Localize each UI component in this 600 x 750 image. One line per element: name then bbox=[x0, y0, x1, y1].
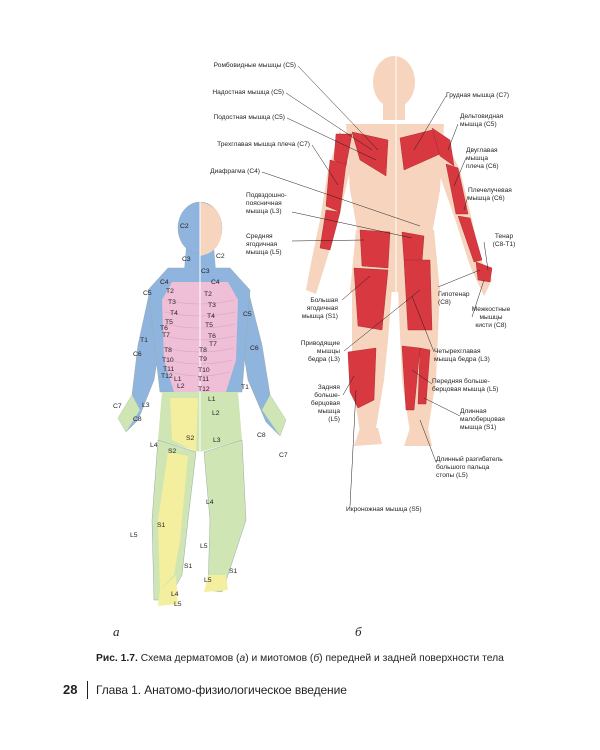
dermatome-c2: C2 bbox=[216, 253, 225, 260]
label-deltoid: Дельтовидная мышца (C5) bbox=[460, 113, 504, 128]
caption-text-1: Схема дерматомов ( bbox=[137, 653, 240, 664]
dermatome-s1: S1 bbox=[184, 563, 193, 570]
label-pectoral: Грудная мышца (C7) bbox=[446, 92, 510, 99]
label-diaphragm: Диафрагма (C4) bbox=[210, 168, 260, 175]
label-thenar: Тенар (C8-T1) bbox=[492, 233, 516, 248]
dermatome-t4: T4 bbox=[170, 310, 178, 317]
label-tibialis-posterior: Задняя больше- берцовая мышца (L5) bbox=[310, 384, 340, 423]
caption-text-2: ) и миотомов ( bbox=[245, 653, 314, 664]
dermatome-t10: T10 bbox=[198, 367, 210, 374]
dermatome-c2: C2 bbox=[180, 223, 189, 230]
label-interossei: Межкостные мышцы кисти (C8) bbox=[471, 306, 511, 329]
dermatome-t5: T5 bbox=[165, 319, 173, 326]
dermatome-l1: L1 bbox=[174, 376, 182, 383]
dermatome-t4: T4 bbox=[207, 313, 215, 320]
panel-label-b: б bbox=[355, 624, 362, 639]
dermatome-s1: S1 bbox=[229, 568, 238, 575]
dermatome-l2: L2 bbox=[177, 383, 185, 390]
dermatome-t5: T5 bbox=[205, 322, 213, 329]
dermatome-c3: C3 bbox=[201, 268, 210, 275]
dermatome-t12: T12 bbox=[161, 373, 173, 380]
panel-label-a: а bbox=[113, 624, 120, 639]
label-extensor-hallucis: Длинный разгибатель большого пальца стоп… bbox=[436, 456, 503, 479]
dermatome-l5: L5 bbox=[200, 543, 208, 550]
dermatome-c4: C4 bbox=[211, 279, 220, 286]
caption-label: Рис. 1.7. bbox=[96, 653, 138, 664]
dermatome-l5: L5 bbox=[174, 601, 182, 608]
dermatome-c6: C6 bbox=[133, 351, 142, 358]
dermatome-t9: T9 bbox=[199, 356, 207, 363]
dermatome-t1: T1 bbox=[241, 384, 249, 391]
dermatome-l4: L4 bbox=[150, 442, 158, 449]
caption-text-3: ) передней и задней поверхности тела bbox=[319, 653, 504, 664]
dermatome-s2: S2 bbox=[168, 448, 177, 455]
dermatome-t12: T12 bbox=[198, 386, 210, 393]
dermatome-t3: T3 bbox=[168, 299, 176, 306]
dermatome-c3: C3 bbox=[182, 256, 191, 263]
label-adductors: Приводящие мышцы бедра (L3) bbox=[300, 340, 340, 363]
dermatome-t8: T8 bbox=[164, 347, 172, 354]
dermatome-c8: C8 bbox=[133, 416, 142, 423]
dermatome-l2: L2 bbox=[212, 410, 220, 417]
label-triceps: Трехглавая мышца плеча (C7) bbox=[217, 141, 310, 148]
dermatome-t11: T11 bbox=[198, 376, 210, 383]
dermatome-t6: T6 bbox=[208, 333, 216, 340]
dermatome-l5: L5 bbox=[130, 532, 138, 539]
dermatome-t7: T7 bbox=[162, 332, 170, 339]
label-quadriceps: Четырехглавая мышца бедра (L3) bbox=[434, 348, 490, 363]
dermatome-figure bbox=[117, 200, 287, 606]
footer-divider bbox=[87, 681, 89, 699]
chapter-title: Глава 1. Анатомо-физиологическое введени… bbox=[96, 683, 347, 697]
dermatome-c7: C7 bbox=[113, 403, 122, 410]
label-tibialis-anterior: Передняя больше- берцовая мышца (L5) bbox=[432, 378, 499, 393]
myotome-figure bbox=[306, 56, 493, 446]
dermatome-t2: T2 bbox=[166, 288, 174, 295]
dermatome-t10: T10 bbox=[162, 357, 174, 364]
dermatome-l3: L3 bbox=[213, 437, 221, 444]
caption-a: а bbox=[239, 653, 246, 664]
label-peroneus-longus: Длинная малоберцовая мышца (S1) bbox=[460, 408, 505, 431]
dermatome-t3: T3 bbox=[208, 302, 216, 309]
label-gluteus-maximus: Большая ягодичная мышца (S1) bbox=[301, 297, 338, 320]
dermatome-c6: C6 bbox=[250, 345, 259, 352]
label-infraspinatus: Подостная мышца (C5) bbox=[213, 114, 285, 121]
label-supraspinatus: Надостная мышца (C5) bbox=[212, 89, 284, 96]
dermatome-l3: L3 bbox=[142, 402, 150, 409]
dermatome-c5: C5 bbox=[243, 311, 252, 318]
dermatome-l5: L5 bbox=[204, 577, 212, 584]
dermatome-c7: C7 bbox=[279, 452, 288, 459]
dermatome-t8: T8 bbox=[199, 347, 207, 354]
dermatome-c8: C8 bbox=[257, 432, 266, 439]
label-biceps: Двуглавая мышца плеча (C6) bbox=[466, 147, 499, 170]
dermatome-l4: L4 bbox=[171, 591, 179, 598]
leader-lines bbox=[261, 65, 489, 507]
label-gluteus-medius: Средняя ягодичная мышца (L5) bbox=[246, 233, 282, 256]
figure-caption: Рис. 1.7. Схема дерматомов (а) и миотомо… bbox=[96, 653, 516, 664]
label-iliopsoas: Подвздошно- поясничная мышца (L3) bbox=[246, 192, 287, 215]
dermatome-s1: S1 bbox=[157, 522, 166, 529]
dermatome-t1: T1 bbox=[140, 337, 148, 344]
caption-b: б bbox=[313, 653, 320, 664]
dermatome-s2: S2 bbox=[186, 435, 195, 442]
dermatome-t6: T6 bbox=[160, 325, 168, 332]
label-rhomboid: Ромбовидные мышцы (C5) bbox=[213, 62, 296, 69]
page-number: 28 bbox=[63, 682, 78, 697]
dermatome-l4: L4 bbox=[206, 499, 214, 506]
label-hypothenar: Гипотенар (C8) bbox=[438, 291, 470, 306]
dermatome-l1: L1 bbox=[208, 396, 216, 403]
label-triceps-surae: Икроножная мышца (S5) bbox=[346, 506, 422, 513]
label-brachioradialis: Плечелучевая мышца (C6) bbox=[468, 187, 512, 202]
dermatome-t7: T7 bbox=[209, 341, 217, 348]
dermatome-t11: T11 bbox=[163, 366, 175, 373]
dermatome-c5: C5 bbox=[143, 290, 152, 297]
dermatome-c4: C4 bbox=[160, 279, 169, 286]
dermatome-t2: T2 bbox=[204, 291, 212, 298]
